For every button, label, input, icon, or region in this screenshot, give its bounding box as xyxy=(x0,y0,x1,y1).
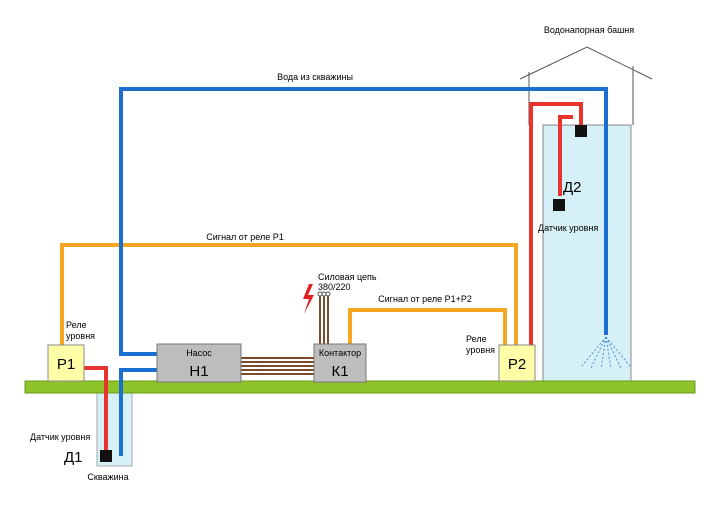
tower-roof xyxy=(519,46,653,125)
well-label: Скважина xyxy=(87,472,128,482)
pump-code-label: Н1 xyxy=(189,363,208,380)
power-cable xyxy=(241,357,314,375)
pump-name-label: Насос xyxy=(186,348,212,358)
sensor-d1-label: Датчик уровня xyxy=(30,432,90,442)
signal-wire-p1 xyxy=(60,243,518,348)
power-input xyxy=(317,291,331,344)
signal-p1-label: Сигнал от реле Р1 xyxy=(206,232,283,242)
sensor-wire-d2 xyxy=(529,102,583,348)
sensor-d2-label: Датчик уровня xyxy=(538,223,598,233)
water-tower-label: Водонапорная башня xyxy=(544,25,634,35)
contactor-code-label: К1 xyxy=(331,363,348,380)
contactor-k1: Контактор К1 xyxy=(313,343,367,383)
relay-p1-label-2: уровня xyxy=(66,331,95,341)
well-shaft xyxy=(96,392,133,467)
relay-p2-label-2: уровня xyxy=(466,345,495,355)
pump-h1: Насос Н1 xyxy=(156,343,242,383)
relay-p2-label-1: Реле xyxy=(466,334,487,344)
power-line-label-1: Силовая цепь xyxy=(318,272,377,282)
tower-tank xyxy=(542,124,632,383)
relay-p1-code: Р1 xyxy=(57,356,75,373)
sensor-d2-top xyxy=(575,125,587,137)
signal-p1p2-label: Сигнал от реле Р1+Р2 xyxy=(378,294,472,304)
sensor-d2-code: Д2 xyxy=(563,179,582,196)
sensor-d1-code: Д1 xyxy=(64,449,83,466)
relay-p2-code: Р2 xyxy=(508,356,526,373)
ground-line xyxy=(24,380,696,394)
sprinkler-icon xyxy=(581,336,631,370)
relay-p1: Р1 xyxy=(47,344,85,382)
lightning-icon xyxy=(303,284,314,314)
sensor-wire-d1 xyxy=(84,366,108,454)
water-pipe xyxy=(119,87,608,456)
water-from-well-label: Вода из скважины xyxy=(277,72,353,82)
relay-p1-label-1: Реле xyxy=(66,320,87,330)
sensor-d2 xyxy=(553,199,565,211)
signal-wire-p1p2 xyxy=(348,308,507,348)
relay-p2: Р2 xyxy=(498,344,536,382)
sensor-d1 xyxy=(100,450,112,462)
contactor-name-label: Контактор xyxy=(319,348,361,358)
power-line-label-2: 380/220 xyxy=(318,282,351,292)
